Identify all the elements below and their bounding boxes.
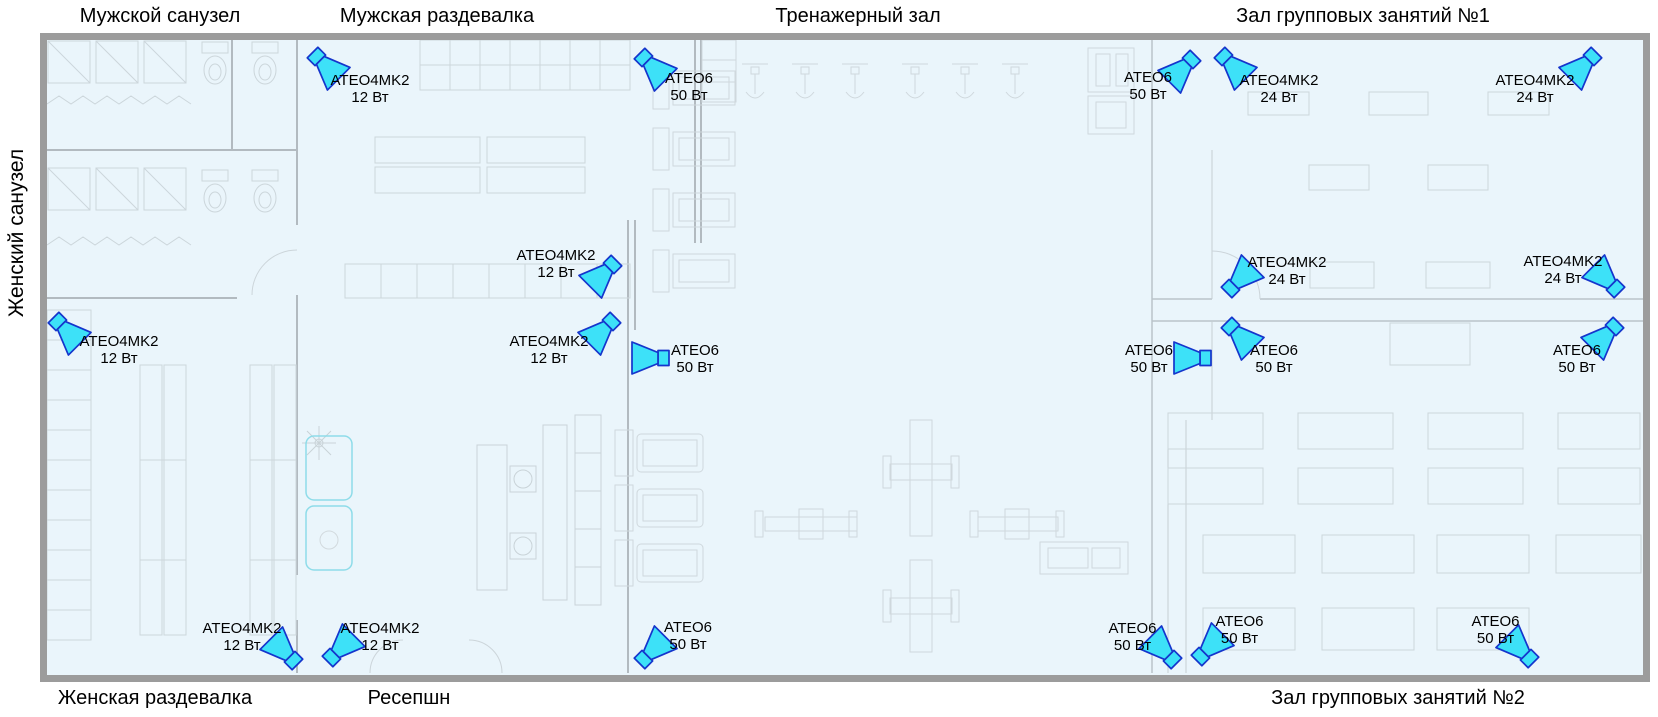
speaker-model: ATEO4MK2 [202, 620, 282, 637]
speaker-icon [1173, 341, 1212, 375]
speaker-power: 24 Вт [1516, 89, 1554, 106]
speaker-model: ATEO6 [1108, 620, 1157, 637]
speaker-power: 50 Вт [1130, 359, 1168, 376]
speaker-power: 12 Вт [537, 264, 575, 281]
speaker-model: ATEO4MK2 [1247, 254, 1327, 271]
speaker-power: 50 Вт [1113, 637, 1152, 654]
speaker-model: ATEO6 [1124, 342, 1174, 359]
speaker-model: ATEO4MK2 [516, 247, 596, 264]
room-title: Мужская раздевалка [339, 5, 535, 27]
speaker-model: ATEO6 [1123, 69, 1173, 86]
speaker-power: 12 Вт [223, 637, 261, 654]
speaker-power: 12 Вт [100, 350, 138, 367]
speaker-model: ATEO6 [1215, 613, 1264, 630]
speaker-icon [1220, 254, 1265, 299]
speaker-model: ATEO6 [663, 619, 713, 636]
speaker-model: ATEO4MK2 [1239, 72, 1319, 89]
speaker-icon [631, 341, 670, 375]
speaker-icon [1190, 622, 1235, 667]
speaker-power: 12 Вт [361, 637, 399, 654]
speaker-power: 24 Вт [1268, 271, 1306, 288]
speaker-power: 12 Вт [530, 350, 568, 367]
speaker-model: ATEO4MK2 [509, 333, 589, 350]
speaker-power: 50 Вт [1476, 630, 1515, 647]
speaker-model: ATEO4MK2 [79, 333, 159, 350]
room-title: Ресепшн [367, 687, 451, 709]
speaker-power: 12 Вт [351, 89, 389, 106]
speaker-model: ATEO6 [664, 70, 714, 87]
speaker-model: ATEO6 [1249, 342, 1299, 359]
room-title: Женская раздевалка [57, 687, 253, 709]
room-title: Зал групповых занятий №1 [1236, 5, 1490, 27]
speaker-icon [321, 623, 366, 668]
speaker-power: 24 Вт [1544, 270, 1582, 287]
speaker-icon [1157, 49, 1202, 94]
floor-plan [40, 33, 1650, 682]
speaker-icon [1580, 316, 1625, 361]
speaker-icon [633, 625, 678, 670]
room-title: Мужской санузел [79, 5, 241, 27]
speaker-power: 50 Вт [676, 359, 714, 376]
room-title: Зал групповых занятий №2 [1271, 687, 1525, 709]
speaker-power: 50 Вт [1220, 630, 1259, 647]
speaker-icon [259, 626, 304, 671]
speaker-power: 24 Вт [1260, 89, 1298, 106]
speaker-icon [1495, 624, 1540, 669]
speaker-icon [633, 47, 678, 92]
speaker-icon [577, 311, 622, 356]
speaker-model: ATEO4MK2 [330, 72, 410, 89]
speaker-power: 50 Вт [1129, 86, 1167, 103]
speaker-icon [1581, 254, 1626, 299]
speaker-model: ATEO6 [670, 342, 720, 359]
speaker-power: 50 Вт [1558, 359, 1596, 376]
speaker-power: 50 Вт [1255, 359, 1293, 376]
speaker-model: ATEO6 [1471, 613, 1520, 630]
speaker-model: ATEO4MK2 [340, 620, 420, 637]
speaker-power: 50 Вт [669, 636, 707, 653]
speaker-icon [1213, 46, 1258, 91]
floor-plan-drawing [47, 40, 1643, 673]
speaker-icon [1220, 316, 1265, 361]
speaker-icon [578, 254, 623, 299]
speaker-power: 50 Вт [670, 87, 708, 104]
speaker-icon [1138, 625, 1183, 670]
speaker-model: ATEO4MK2 [1495, 72, 1575, 89]
speaker-model: ATEO6 [1552, 342, 1602, 359]
room-title-left: Женский санузел [5, 148, 28, 318]
speaker-icon [306, 46, 351, 91]
speaker-icon [1558, 46, 1603, 91]
speaker-icon [47, 311, 92, 356]
room-title: Тренажерный зал [775, 5, 941, 27]
speaker-model: ATEO4MK2 [1523, 253, 1603, 270]
